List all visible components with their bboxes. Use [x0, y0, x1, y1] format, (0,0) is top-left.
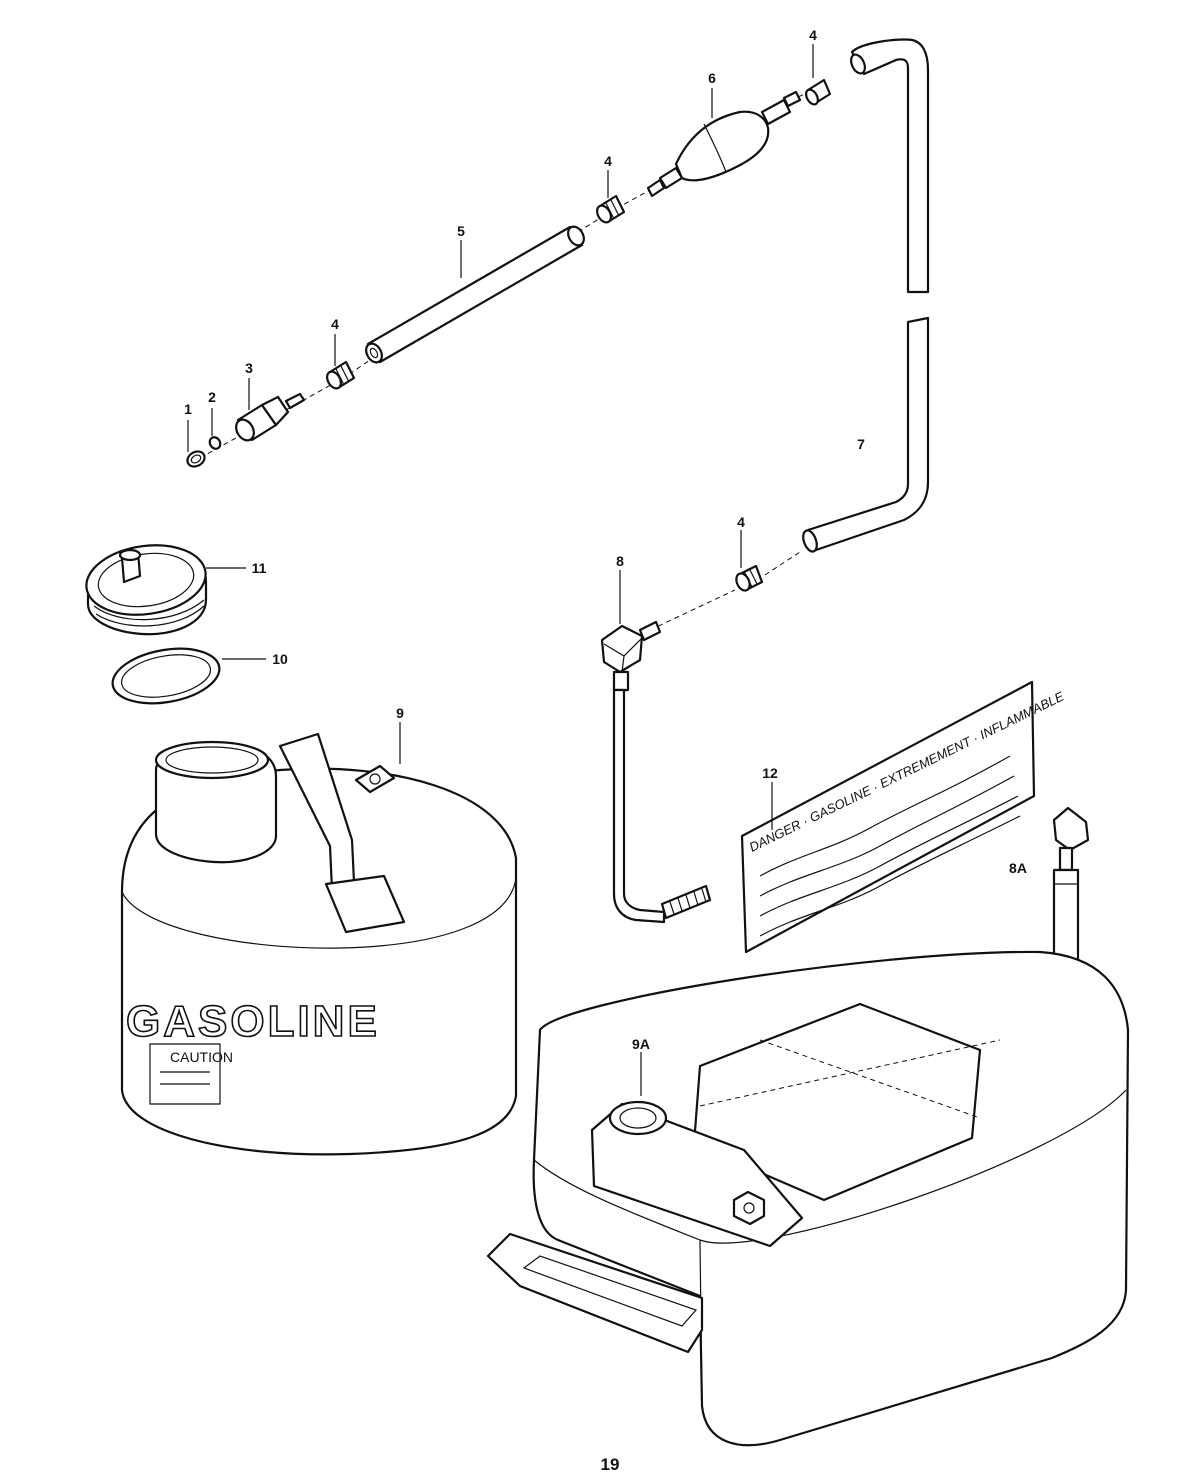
fuel-hose-long [802, 38, 930, 553]
hose-clamp-2 [596, 194, 626, 224]
o-ring-large [186, 450, 206, 468]
fuel-pickup-tube [600, 620, 712, 924]
callout-3: 3 [245, 360, 253, 376]
can-caution-text: CAUTION [170, 1049, 233, 1065]
callout-12: 12 [762, 765, 778, 781]
leader-lines [187, 44, 814, 1096]
callout-4-lower: 4 [737, 514, 745, 530]
page-number: 19 [601, 1455, 620, 1474]
fuel-connector [235, 392, 306, 442]
callout-11: 11 [252, 560, 267, 576]
assembly-centerline-lower [649, 551, 801, 631]
callout-1: 1 [184, 401, 192, 417]
callout-10: 10 [272, 651, 288, 667]
callout-4-middle: 4 [604, 153, 612, 169]
can-brand-text: GASOLINE [126, 997, 380, 1046]
callout-4-left: 4 [331, 316, 339, 332]
callout-4-top: 4 [809, 27, 817, 43]
callout-9a: 9A [632, 1036, 650, 1052]
callout-8a: 8A [1009, 860, 1027, 876]
primer-bulb [646, 90, 802, 198]
fuel-cap [85, 544, 208, 636]
warning-decal: DANGER · GASOLINE · EXTREMEMENT · INFLAM… [740, 680, 1067, 954]
callout-2: 2 [208, 389, 216, 405]
callout-7: 7 [857, 436, 865, 452]
hose-clamp-1 [326, 360, 356, 390]
callout-5: 5 [457, 223, 465, 239]
callout-9: 9 [396, 705, 404, 721]
fuel-cap-gasket [111, 647, 221, 705]
o-ring-small [208, 436, 222, 450]
callout-6: 6 [708, 70, 716, 86]
hose-clamp-4 [735, 564, 764, 592]
plastic-fuel-tank [486, 950, 1130, 1447]
callout-8: 8 [616, 553, 624, 569]
hose-clamp-3 [805, 78, 832, 106]
fuel-hose-short [365, 225, 585, 364]
metal-gas-can: GASOLINE CAUTION [120, 732, 518, 1156]
